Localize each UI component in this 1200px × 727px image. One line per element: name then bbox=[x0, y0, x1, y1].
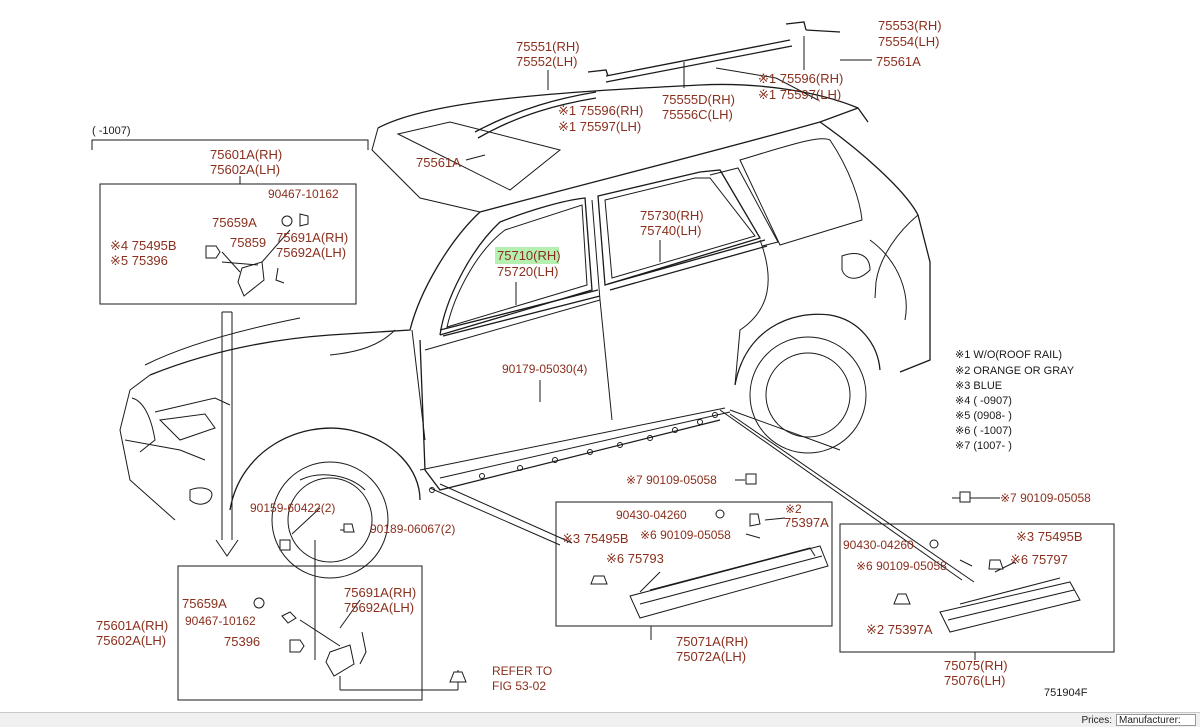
label-75561a-roof[interactable]: 75561A bbox=[416, 155, 461, 170]
inset-75075 bbox=[839, 491, 1115, 660]
label-75397a-mid-note: ※2 bbox=[785, 502, 802, 516]
label-75692a-top[interactable]: 75692A(LH) bbox=[276, 245, 346, 260]
label-75730[interactable]: 75730(RH) bbox=[640, 208, 704, 223]
label-75495b-left[interactable]: ※4 75495B bbox=[110, 238, 177, 253]
label-90109-right[interactable]: ※6 90109-05058 bbox=[856, 559, 947, 573]
prices-label: Prices: bbox=[1081, 715, 1112, 726]
label-75596-r[interactable]: ※1 75596(RH) bbox=[758, 71, 843, 86]
label-75602a-bot[interactable]: 75602A(LH) bbox=[96, 633, 166, 648]
notes-legend: ※1 W/O(ROOF RAIL) ※2 ORANGE OR GRAY ※3 B… bbox=[955, 349, 1075, 452]
label-75659a-top[interactable]: 75659A bbox=[212, 215, 257, 230]
label-90109-right-top[interactable]: ※7 90109-05058 bbox=[1000, 491, 1091, 505]
label-75691a-bot[interactable]: 75691A(RH) bbox=[344, 585, 416, 600]
label-75396-left[interactable]: ※5 75396 bbox=[110, 253, 168, 268]
label-75495b-right[interactable]: ※3 75495B bbox=[1016, 529, 1083, 544]
label-75396-bot[interactable]: 75396 bbox=[224, 634, 260, 649]
range-note: ( -1007) bbox=[92, 125, 131, 137]
inset-75601a-bottom bbox=[177, 523, 467, 701]
inset-75601a-top: ( -1007) bbox=[91, 125, 369, 305]
note-1: ※1 W/O(ROOF RAIL) bbox=[955, 349, 1062, 361]
label-75561a-top[interactable]: 75561A bbox=[876, 54, 921, 69]
label-75691a-top[interactable]: 75691A(RH) bbox=[276, 230, 348, 245]
label-90179[interactable]: 90179-05030(4) bbox=[502, 362, 587, 376]
label-75692a-bot[interactable]: 75692A(LH) bbox=[344, 600, 414, 615]
label-75555d[interactable]: 75555D(RH) bbox=[662, 92, 735, 107]
label-75554[interactable]: 75554(LH) bbox=[878, 34, 939, 49]
label-75597-l[interactable]: ※1 75597(LH) bbox=[558, 119, 641, 134]
label-75601a-bot[interactable]: 75601A(RH) bbox=[96, 618, 168, 633]
note-3: ※3 BLUE bbox=[955, 380, 1002, 392]
note-4: ※4 ( -0907) bbox=[955, 395, 1012, 407]
note-7: ※7 (1007- ) bbox=[955, 440, 1012, 452]
label-75556c[interactable]: 75556C(LH) bbox=[662, 107, 733, 122]
label-90159[interactable]: 90159-60422(2) bbox=[250, 501, 335, 515]
vehicle-outline bbox=[119, 21, 931, 579]
label-75596-l[interactable]: ※1 75596(RH) bbox=[558, 103, 643, 118]
label-75597-r[interactable]: ※1 75597(LH) bbox=[758, 87, 841, 102]
status-bar: Prices: Manufacturer: bbox=[0, 712, 1200, 727]
label-75720[interactable]: 75720(LH) bbox=[497, 264, 558, 279]
label-75075[interactable]: 75075(RH) bbox=[944, 658, 1008, 673]
label-75397a-right[interactable]: ※2 75397A bbox=[866, 622, 933, 637]
label-90109-mid[interactable]: ※6 90109-05058 bbox=[640, 528, 731, 542]
down-arrow bbox=[215, 311, 239, 557]
label-75710[interactable]: 75710(RH) bbox=[497, 248, 561, 263]
label-refer-to: REFER TO bbox=[492, 664, 552, 678]
label-75071a[interactable]: 75071A(RH) bbox=[676, 634, 748, 649]
label-75601a-top[interactable]: 75601A(RH) bbox=[210, 147, 282, 162]
label-90467-bot[interactable]: 90467-10162 bbox=[185, 614, 256, 628]
highlight-75710 bbox=[495, 247, 559, 264]
manufacturer-select[interactable]: Manufacturer: bbox=[1116, 714, 1196, 726]
part-labels: 75553(RH) 75554(LH) 75561A 75551(RH) 755… bbox=[96, 18, 1091, 693]
note-2: ※2 ORANGE OR GRAY bbox=[955, 365, 1075, 377]
label-75797[interactable]: ※6 75797 bbox=[1010, 552, 1068, 567]
label-75740[interactable]: 75740(LH) bbox=[640, 223, 701, 238]
label-75072a[interactable]: 75072A(LH) bbox=[676, 649, 746, 664]
label-75602a-top[interactable]: 75602A(LH) bbox=[210, 162, 280, 177]
label-fig-53-02[interactable]: FIG 53-02 bbox=[492, 679, 546, 693]
inset-75071a bbox=[555, 473, 833, 640]
diagram-id: 751904F bbox=[1044, 687, 1088, 699]
label-90430-mid[interactable]: 90430-04260 bbox=[616, 508, 687, 522]
label-75793[interactable]: ※6 75793 bbox=[606, 551, 664, 566]
label-75659a-bot[interactable]: 75659A bbox=[182, 596, 227, 611]
label-90467-top[interactable]: 90467-10162 bbox=[268, 187, 339, 201]
label-75397a-mid[interactable]: 75397A bbox=[784, 515, 829, 530]
label-75552[interactable]: 75552(LH) bbox=[516, 54, 577, 69]
label-75859[interactable]: 75859 bbox=[230, 235, 266, 250]
label-90189[interactable]: 90189-06067(2) bbox=[370, 522, 455, 536]
note-6: ※6 ( -1007) bbox=[955, 425, 1012, 437]
label-75076[interactable]: 75076(LH) bbox=[944, 673, 1005, 688]
label-90430-right[interactable]: 90430-04260 bbox=[843, 538, 914, 552]
label-75553[interactable]: 75553(RH) bbox=[878, 18, 942, 33]
note-5: ※5 (0908- ) bbox=[955, 410, 1012, 422]
label-75495b-mid[interactable]: ※3 75495B bbox=[562, 531, 629, 546]
parts-diagram: ( -1007) bbox=[91, 18, 1115, 701]
label-75551[interactable]: 75551(RH) bbox=[516, 39, 580, 54]
label-90109-mid-top[interactable]: ※7 90109-05058 bbox=[626, 473, 717, 487]
